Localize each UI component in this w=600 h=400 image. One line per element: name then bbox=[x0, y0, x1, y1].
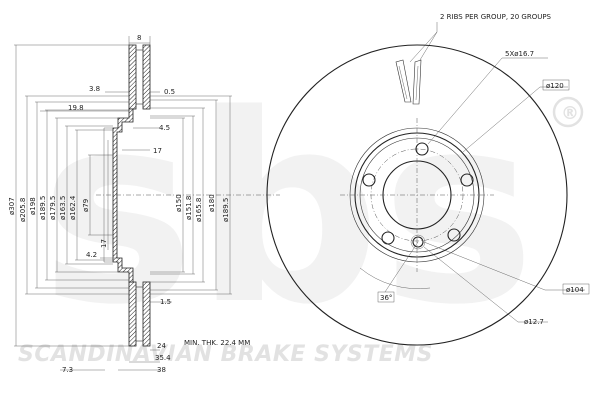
ring-top-right bbox=[142, 44, 151, 110]
dim-d79: ø79 bbox=[82, 199, 90, 212]
ring-bottom-left bbox=[128, 281, 137, 347]
dim-0-5: 0.5 bbox=[164, 88, 175, 96]
dim-d180: ø180 bbox=[208, 194, 216, 212]
ring-bottom-right bbox=[142, 281, 151, 347]
dim-d151-8: ø151.8 bbox=[185, 196, 193, 220]
watermark-logo: sbs bbox=[40, 60, 536, 362]
bolt-hole-2 bbox=[460, 173, 474, 187]
watermark: sbs ® SCANDINAVIAN BRAKE SYSTEMS bbox=[18, 60, 584, 367]
rib-slot-left bbox=[395, 59, 412, 103]
dim-d307: ø307 bbox=[8, 197, 16, 215]
dim-4-2: 4.2 bbox=[86, 251, 97, 259]
ring-top-left bbox=[128, 44, 137, 110]
bolt-hole-5 bbox=[362, 173, 376, 187]
pcd-label: ø120 bbox=[546, 82, 564, 90]
dim-d163-5: ø163.5 bbox=[59, 196, 67, 220]
hub-hat-section bbox=[112, 108, 134, 283]
dim-19-8: 19.8 bbox=[68, 104, 84, 112]
dim-1-5: 1.5 bbox=[160, 298, 171, 306]
pcd-box bbox=[542, 79, 570, 91]
registered-mark: ® bbox=[561, 103, 579, 124]
bolt-holes-label: 5Xø16.7 bbox=[505, 50, 534, 58]
dim-7-3: 7.3 bbox=[62, 366, 73, 374]
rib-slot-right bbox=[412, 59, 422, 105]
min-thickness-note: MIN. THK. 22.4 MM bbox=[184, 339, 250, 347]
dim-3-8: 3.8 bbox=[89, 85, 100, 93]
dim-d189-5-right: ø189.5 bbox=[222, 198, 230, 222]
dim-d189-5: ø189.5 bbox=[39, 196, 47, 220]
angle-label: 36° bbox=[380, 294, 392, 302]
center-bore-label: ø104 bbox=[566, 286, 584, 294]
registered-mark-circle bbox=[552, 96, 584, 128]
dim-4-5: 4.5 bbox=[159, 124, 170, 132]
small-hole-label: ø12.7 bbox=[524, 318, 544, 326]
dim-d198: ø198 bbox=[29, 197, 37, 215]
front-view: 2 RIBS PER GROUP, 20 GROUPS 5Xø16.7 ø120… bbox=[266, 13, 590, 346]
dim-17-lower: 17 bbox=[100, 239, 108, 248]
dim-width-8: 8 bbox=[137, 34, 141, 42]
ribs-note: 2 RIBS PER GROUP, 20 GROUPS bbox=[440, 13, 552, 21]
dim-d179-5: ø179.5 bbox=[49, 196, 57, 220]
bolt-hole-1 bbox=[415, 142, 429, 156]
dim-d150: ø150 bbox=[175, 194, 183, 212]
dim-d162-4: ø162.4 bbox=[69, 195, 77, 220]
side-section-view: ø307 ø205.8 ø198 ø189.5 ø179.5 ø163.5 ø1… bbox=[8, 34, 280, 374]
dim-17: 17 bbox=[153, 147, 162, 155]
bolt-hole-3 bbox=[447, 228, 461, 242]
small-hole-ring bbox=[410, 234, 426, 250]
angle-box bbox=[377, 291, 395, 303]
dim-35-4: 35.4 bbox=[155, 354, 171, 362]
dim-d165-8: ø165.8 bbox=[195, 198, 203, 222]
small-hole bbox=[412, 236, 424, 248]
dim-24: 24 bbox=[157, 342, 166, 350]
bolt-hole-4 bbox=[381, 231, 395, 245]
outer-disc-edge bbox=[266, 44, 568, 346]
bore-box bbox=[562, 283, 590, 295]
angle-arc bbox=[359, 267, 431, 289]
dim-38: 38 bbox=[157, 366, 166, 374]
dim-d205-8: ø205.8 bbox=[19, 198, 27, 222]
